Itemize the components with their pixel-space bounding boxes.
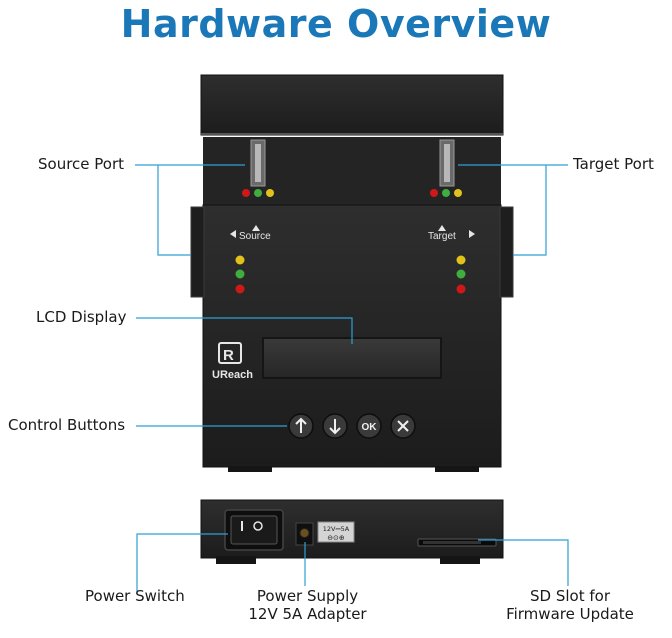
callout-lines — [135, 164, 569, 594]
target-port-connector — [430, 139, 462, 197]
power-switch[interactable] — [224, 509, 284, 551]
power-switch-label: Power Switch — [85, 587, 185, 605]
left-foot — [228, 466, 272, 472]
target-up-arrow-icon — [438, 225, 446, 231]
power-jack[interactable] — [295, 522, 314, 546]
rear-right-foot — [440, 556, 480, 564]
target-right-arrow-icon — [469, 230, 475, 238]
ok-button[interactable]: OK — [356, 413, 382, 439]
sd-slot-label-line2: Firmware Update — [506, 605, 634, 623]
power-on-mark — [241, 521, 243, 531]
down-arrow-icon — [329, 419, 341, 435]
lcd-callout-line — [136, 317, 353, 344]
sd-slot[interactable] — [417, 538, 497, 547]
target-status-led-red — [456, 284, 466, 294]
source-port-led-yellow — [266, 189, 274, 197]
up-arrow-icon — [295, 417, 307, 433]
up-button[interactable] — [288, 413, 314, 439]
source-port-led-red — [242, 189, 250, 197]
source-status-led-red — [235, 284, 245, 294]
target-marking: Target — [428, 231, 456, 242]
svg-text:⊖⊙⊕: ⊖⊙⊕ — [327, 534, 345, 542]
ureach-logo: R UReach — [212, 342, 253, 381]
svg-text:R: R — [223, 347, 234, 364]
right-foot — [435, 466, 479, 472]
brand-name: UReach — [212, 369, 253, 381]
ok-button-label: OK — [362, 422, 378, 433]
source-port-connector — [242, 139, 274, 197]
target-status-led-yellow — [456, 255, 466, 265]
source-marking: Source — [239, 231, 271, 242]
source-up-arrow-icon — [252, 225, 260, 231]
sd-slot-label-line1: SD Slot for — [530, 587, 610, 605]
power-switch-callout-line — [136, 533, 228, 594]
source-port-label: Source Port — [38, 155, 125, 173]
target-port-label: Target Port — [573, 155, 654, 173]
power-rating: 12V⎓5A — [323, 525, 350, 533]
power-supply-label-line2: 12V 5A Adapter — [248, 605, 367, 623]
control-buttons-label: Control Buttons — [8, 416, 126, 434]
source-status-led-yellow — [235, 255, 245, 265]
power-supply-label: Power Supply 12V 5A Adapter — [235, 587, 380, 623]
rear-left-foot — [216, 556, 256, 564]
target-port-led-yellow — [454, 189, 462, 197]
page-title: Hardware Overview — [120, 2, 552, 46]
power-rating-label: 12V⎓5A ⊖⊙⊕ — [317, 521, 355, 543]
duplicator-front: Source Target R UReach OK — [190, 74, 514, 472]
target-bracket-callout-line — [513, 165, 547, 256]
target-port-led-green — [442, 189, 450, 197]
cancel-button[interactable] — [390, 413, 416, 439]
source-port-led-green — [254, 189, 262, 197]
close-icon — [397, 420, 409, 432]
sd-slot-callout-line — [478, 539, 569, 586]
source-bracket-callout-line — [157, 165, 191, 256]
power-off-mark — [253, 521, 263, 531]
target-status-led-green — [456, 269, 466, 279]
lcd-display-label: LCD Display — [36, 308, 127, 326]
target-port-led-red — [430, 189, 438, 197]
upper-housing — [200, 74, 504, 136]
right-bracket — [499, 206, 514, 298]
duplicator-rear: 12V⎓5A ⊖⊙⊕ — [200, 499, 504, 564]
left-bracket — [190, 206, 205, 298]
lcd-screen — [262, 337, 442, 379]
sd-slot-label: SD Slot for Firmware Update — [495, 587, 645, 623]
source-left-arrow-icon — [230, 230, 236, 238]
power-supply-label-line1: Power Supply — [256, 587, 359, 605]
down-button[interactable] — [322, 413, 348, 439]
source-status-led-green — [235, 269, 245, 279]
